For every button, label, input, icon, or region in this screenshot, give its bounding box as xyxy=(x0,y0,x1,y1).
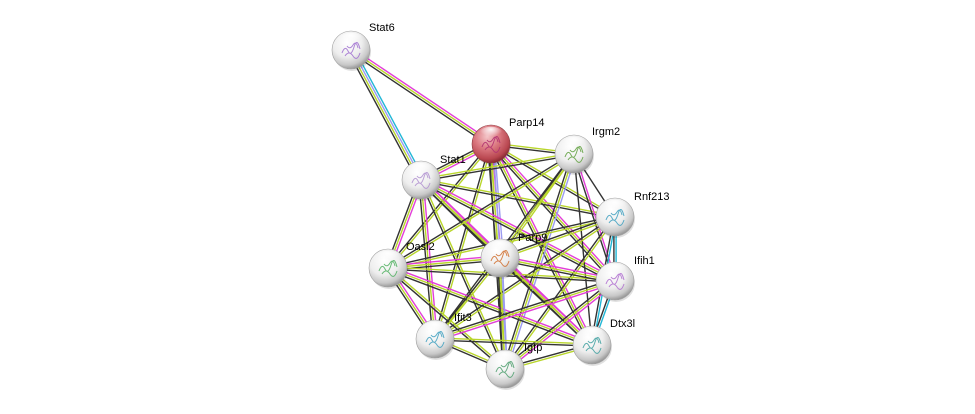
node-label: Ifit3 xyxy=(454,312,472,324)
edge-evidence-coexpression xyxy=(434,278,615,338)
edges-layer xyxy=(347,47,618,372)
edge-evidence-textmining xyxy=(435,337,593,345)
edge-oasl2-igtp[interactable] xyxy=(386,266,507,371)
edge-evidence-textmining xyxy=(388,144,493,270)
node-highlight xyxy=(479,126,503,141)
node-label: Parp14 xyxy=(509,117,544,129)
edge-evidence-coexpression xyxy=(502,153,573,369)
edge-evidence-homology xyxy=(351,49,423,180)
edge-irgm2-igtp[interactable] xyxy=(502,153,577,370)
node-igtp[interactable]: Igtp xyxy=(485,342,542,390)
edge-evidence-databases xyxy=(353,48,425,179)
edge-evidence-textmining xyxy=(349,50,421,181)
edge-evidence-textmining xyxy=(434,280,616,340)
edge-evidence-coexpression xyxy=(433,143,491,339)
edge-evidence-experiments xyxy=(500,255,616,280)
edge-evidence-coexpression xyxy=(421,154,575,182)
node-stat1[interactable]: Stat1 xyxy=(401,154,466,201)
edge-oasl2-dtx3l[interactable] xyxy=(386,265,594,348)
edge-evidence-coexpression xyxy=(420,180,615,219)
edge-ifih1-igtp[interactable] xyxy=(503,278,617,372)
node-label: Oasl2 xyxy=(406,241,435,253)
node-highlight xyxy=(339,32,363,47)
edge-evidence-coexpression xyxy=(419,180,505,370)
edge-evidence-experiments xyxy=(351,47,493,143)
edge-evidence-experiments xyxy=(574,153,617,281)
node-ifih1[interactable]: Ifih1 xyxy=(595,255,655,302)
node-highlight xyxy=(409,162,433,177)
edge-evidence-coexpression xyxy=(499,215,615,258)
edge-evidence-experiments xyxy=(505,282,617,372)
node-highlight xyxy=(488,240,512,255)
edge-evidence-coexpression xyxy=(386,142,491,268)
edge-evidence-textmining xyxy=(388,266,507,369)
node-parp9[interactable]: Parp9 xyxy=(480,232,547,279)
edge-evidence-coexpression xyxy=(418,180,434,340)
edge-evidence-coexpression xyxy=(503,278,615,368)
node-highlight xyxy=(423,321,447,336)
edge-evidence-textmining xyxy=(420,152,574,180)
edge-stat6-parp14[interactable] xyxy=(349,47,493,147)
edge-evidence-coexpression xyxy=(499,259,615,284)
node-ifit3[interactable]: Ifit3 xyxy=(415,312,472,360)
edge-parp14-oasl2[interactable] xyxy=(386,142,493,270)
edge-evidence-coexpression xyxy=(387,152,574,268)
edge-stat6-stat1[interactable] xyxy=(347,48,425,182)
node-label: Dtx3l xyxy=(610,318,635,330)
edge-evidence-experiments xyxy=(435,282,616,342)
edge-stat1-rnf213[interactable] xyxy=(420,178,616,219)
node-rnf213[interactable]: Rnf213 xyxy=(595,191,669,238)
node-highlight xyxy=(603,263,627,278)
edge-evidence-experiments xyxy=(388,265,594,344)
edge-ifit3-dtx3l[interactable] xyxy=(434,337,593,347)
node-label: Stat1 xyxy=(440,154,466,166)
edge-evidence-textmining xyxy=(435,144,493,340)
edge-evidence-coexpression xyxy=(386,268,505,371)
edge-evidence-textmining xyxy=(504,153,575,370)
edge-stat1-irgm2[interactable] xyxy=(420,152,575,182)
edge-evidence-textmining xyxy=(387,267,593,346)
node-highlight xyxy=(493,351,517,366)
node-oasl2[interactable]: Oasl2 xyxy=(368,241,435,289)
edge-evidence-textmining xyxy=(421,178,616,217)
edge-evidence-coexpression xyxy=(573,153,593,346)
node-highlight xyxy=(580,327,604,342)
node-label: Rnf213 xyxy=(634,191,669,203)
edge-evidence-textmining xyxy=(504,280,616,370)
node-irgm2[interactable]: Irgm2 xyxy=(554,126,620,175)
node-label: Igtp xyxy=(524,342,542,354)
edge-irgm2-oasl2[interactable] xyxy=(387,152,575,270)
edge-parp14-ifit3[interactable] xyxy=(433,143,493,340)
edge-evidence-coexpression xyxy=(349,51,491,147)
edge-parp9-ifih1[interactable] xyxy=(499,255,616,284)
edge-evidence-textmining xyxy=(500,217,616,260)
edge-irgm2-dtx3l[interactable] xyxy=(573,153,593,346)
edge-evidence-coexpression xyxy=(572,154,615,282)
edge-evidence-coexpression xyxy=(488,145,614,283)
edge-evidence-textmining xyxy=(505,217,617,371)
edge-ifih1-ifit3[interactable] xyxy=(434,278,616,342)
node-highlight xyxy=(603,199,627,214)
edge-evidence-textmining xyxy=(499,257,616,282)
edge-irgm2-ifih1[interactable] xyxy=(572,153,617,282)
node-stat6[interactable]: Stat6 xyxy=(331,22,395,71)
edge-evidence-coexpression xyxy=(347,51,419,182)
node-label: Ifih1 xyxy=(634,255,655,267)
edge-evidence-coexpression xyxy=(386,269,592,348)
node-parp14[interactable]: Parp14 xyxy=(471,117,544,165)
node-label: Parp9 xyxy=(518,232,547,244)
node-highlight xyxy=(562,136,586,151)
edge-evidence-textmining xyxy=(350,49,492,145)
edge-evidence-coexpression xyxy=(434,339,592,347)
node-highlight xyxy=(376,250,400,265)
edge-evidence-textmining xyxy=(388,154,575,270)
node-label: Irgm2 xyxy=(592,126,620,138)
edge-rnf213-parp9[interactable] xyxy=(499,215,616,260)
node-dtx3l[interactable]: Dtx3l xyxy=(572,318,635,366)
edge-evidence-homology xyxy=(506,154,577,370)
node-label: Stat6 xyxy=(369,22,395,34)
